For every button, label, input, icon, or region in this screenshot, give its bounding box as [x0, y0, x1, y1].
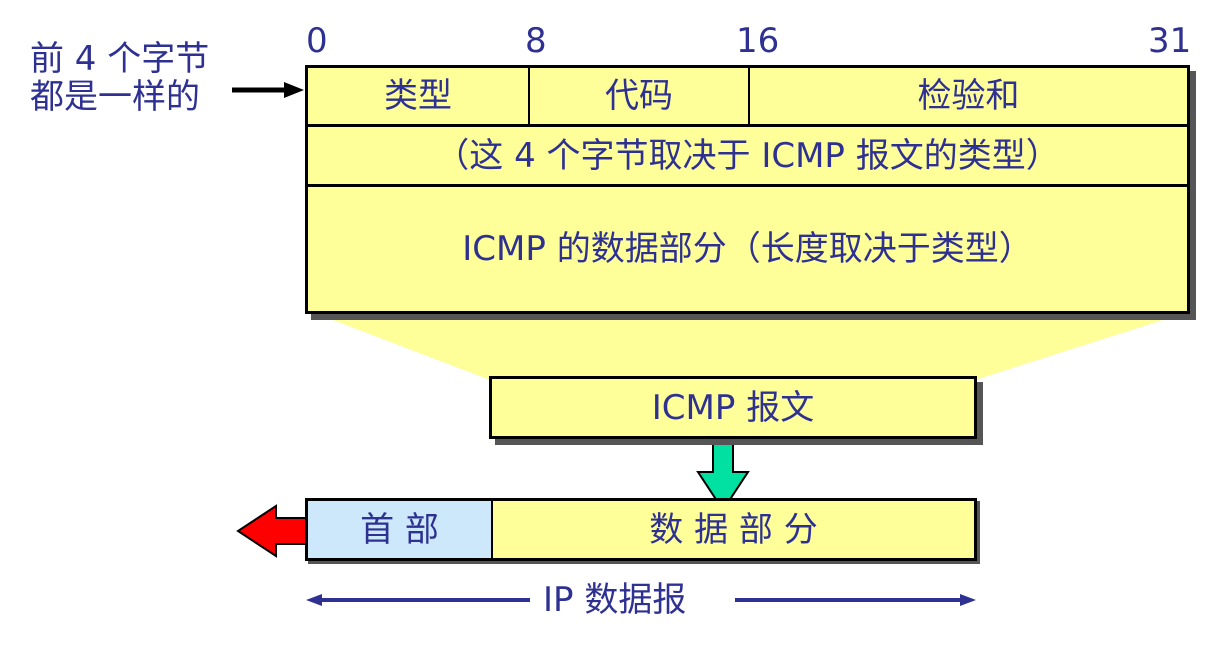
- field-code: 代码: [530, 68, 750, 124]
- ip-header-field: 首 部: [308, 501, 493, 558]
- field-code-label: 代码: [605, 76, 673, 116]
- bit-label-31: 31: [1148, 21, 1192, 61]
- field-data: ICMP 的数据部分（长度取决于类型）: [308, 184, 1187, 311]
- icmp-message-box: ICMP 报文: [489, 376, 977, 439]
- icmp-message-label: ICMP 报文: [651, 387, 815, 428]
- bit-label-0: 0: [306, 21, 328, 61]
- span-arrow-left-head: [306, 594, 322, 606]
- field-rest-of-header: （这 4 个字节取决于 ICMP 报文的类型）: [308, 124, 1187, 184]
- bit-label-16: 16: [736, 21, 780, 61]
- field-rest-of-header-label: （这 4 个字节取决于 ICMP 报文的类型）: [435, 135, 1060, 176]
- ip-data-field: 数 据 部 分: [493, 501, 974, 558]
- side-note-arrow-head: [284, 82, 304, 98]
- ip-data-label: 数 据 部 分: [649, 509, 818, 550]
- ip-datagram-box: 首 部 数 据 部 分: [305, 498, 977, 561]
- ip-datagram-label: IP 数据报: [543, 580, 687, 620]
- left-arrow-icon: [236, 504, 307, 558]
- side-note-line1: 前 4 个字节: [30, 39, 210, 79]
- field-type: 类型: [308, 68, 530, 124]
- down-arrow-icon: [696, 439, 750, 512]
- bit-label-8: 8: [525, 21, 547, 61]
- span-arrow-right-head: [960, 594, 976, 606]
- field-checksum: 检验和: [750, 68, 1187, 124]
- ip-header-label: 首 部: [360, 509, 439, 550]
- field-type-label: 类型: [384, 76, 452, 116]
- field-data-label: ICMP 的数据部分（长度取决于类型）: [462, 229, 1033, 269]
- side-note-line2: 都是一样的: [30, 77, 200, 117]
- field-checksum-label: 检验和: [917, 76, 1020, 116]
- icmp-format-box: 类型 代码 检验和 （这 4 个字节取决于 ICMP 报文的类型） ICMP 的…: [305, 65, 1190, 314]
- funnel-trapezoid: [312, 312, 1188, 380]
